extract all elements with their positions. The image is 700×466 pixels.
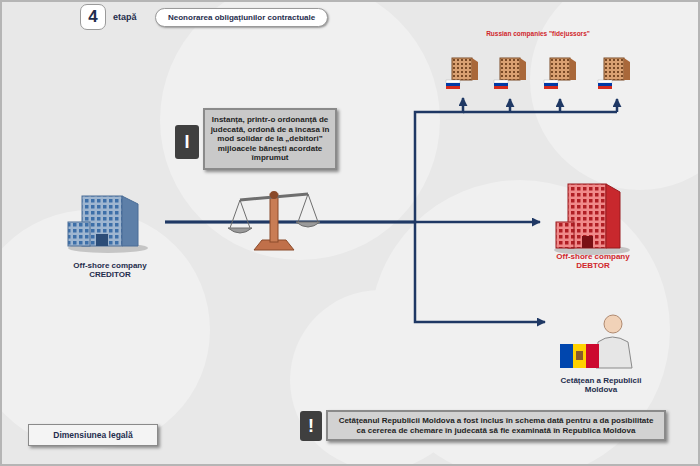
russian-flags [598, 86, 612, 89]
callout-number: I [175, 125, 199, 159]
scales-icon [240, 200, 250, 228]
scales-icon [308, 194, 318, 222]
russian-flags [446, 80, 460, 89]
callout-mark: ! [300, 411, 322, 441]
debtor-building [582, 236, 593, 248]
scales-icon [270, 191, 278, 199]
russian-buildings [520, 58, 526, 80]
node-text: Russian companies "fidejussors" [486, 30, 590, 38]
russian-buildings [452, 58, 478, 80]
flow-arrow [165, 222, 545, 322]
scales-icon [270, 194, 278, 242]
russian-flags [446, 80, 612, 89]
moldova-flag [586, 344, 599, 368]
decor-circles [530, 0, 700, 190]
russian-buildings [500, 58, 520, 80]
russian-flags [446, 83, 460, 86]
debtor-building [556, 222, 574, 248]
russian-flags [544, 80, 558, 83]
russian-flags [544, 80, 558, 89]
debtor-node: Off-shore company DEBTOR [540, 178, 646, 273]
fidejussor-bus [463, 99, 617, 112]
russian-flags [494, 86, 508, 89]
russian-flags [598, 83, 612, 86]
node-text: Off-shore company CREDITOR [64, 261, 156, 280]
russian-flags [494, 80, 508, 89]
russian-flags [544, 86, 558, 89]
scales-icon [228, 228, 252, 233]
russian-buildings [604, 58, 630, 80]
debtor-building [554, 184, 630, 255]
russian-flags [598, 80, 612, 83]
russian-buildings [570, 58, 576, 80]
citizen-person [604, 315, 622, 333]
creditor-node: Off-shore company CREDITOR [55, 190, 165, 282]
russian-buildings [452, 58, 472, 80]
debtor-building [606, 184, 620, 248]
scales-icon [230, 200, 240, 228]
russian-buildings [550, 58, 570, 80]
russian-buildings [624, 58, 630, 80]
russian-flags [494, 80, 508, 83]
moldova-flag [573, 344, 586, 368]
node-text: Instanța, printr-o ordonanță de judecată… [210, 115, 330, 163]
note-box: Cetățeanul Republicii Moldova a fost inc… [326, 410, 666, 441]
russian-buildings [452, 58, 630, 80]
creditor-building [68, 196, 148, 253]
fidejussor-bus [509, 99, 512, 112]
creditor-building [96, 234, 108, 246]
node-text: Cetățean a Republicii Moldova [551, 376, 651, 395]
court-order-box: Instanța, printr-o ordonanță de judecată… [203, 108, 337, 170]
scales-icon [296, 222, 320, 227]
russian-flags [544, 83, 558, 86]
stage-word: etapă [113, 12, 137, 22]
fidejussor-bus [463, 111, 617, 114]
creditor-building [122, 196, 138, 246]
fidejussor-bus [616, 99, 619, 112]
russian-buildings [550, 58, 576, 80]
citizen-person [596, 337, 632, 368]
node-text: Off-shore company DEBTOR [547, 252, 639, 271]
decor-circles [0, 210, 210, 450]
russian-flags [598, 80, 612, 89]
russian-flags [446, 86, 460, 89]
flow-arrow [165, 98, 463, 222]
moldova-flag [576, 351, 583, 360]
citizen-person [596, 315, 632, 368]
russian-buildings [500, 58, 526, 80]
scales-icon [228, 191, 320, 250]
russian-buildings [604, 58, 624, 80]
fidejussor-bus [559, 99, 562, 112]
scales-icon [298, 194, 308, 222]
stage-number: 4 [80, 4, 106, 30]
moldova-flag [560, 344, 599, 368]
moldova-flag [560, 344, 573, 368]
node-text: Cetățeanul Republicii Moldova a fost inc… [336, 416, 656, 435]
stage-title: Neonorarea obligațiunilor contractuale [155, 8, 328, 27]
fidejussor-group: Russian companies "fidejussors" [438, 28, 638, 98]
russian-buildings [472, 58, 478, 80]
citizen-node: Cetățean a Republicii Moldova [545, 305, 657, 397]
creditor-building [68, 222, 90, 246]
russian-flags [494, 83, 508, 86]
dimension-box: Dimensiunea legală [28, 424, 158, 446]
node-text: Dimensiunea legală [53, 430, 132, 440]
russian-flags [446, 80, 460, 83]
